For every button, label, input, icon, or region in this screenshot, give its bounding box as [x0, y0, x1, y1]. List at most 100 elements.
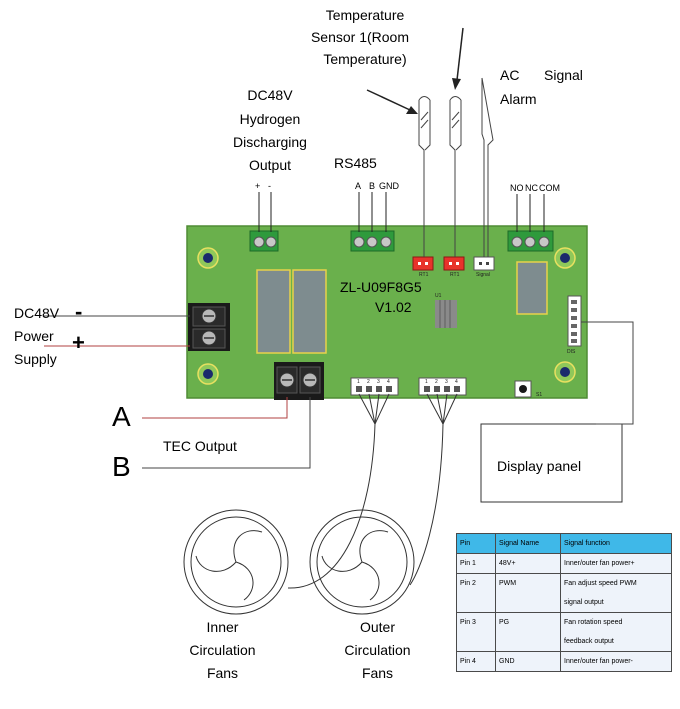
- label-power: Power: [14, 328, 54, 344]
- silk-u1: U1: [435, 293, 442, 299]
- temperature-probe-2: [449, 96, 462, 257]
- fan-outer-pin-4: 4: [455, 379, 458, 385]
- cell-signal: GND: [495, 651, 561, 672]
- label-inner-fans-2: Circulation: [189, 642, 256, 658]
- function-line: signal output: [564, 599, 604, 606]
- label-output: Output: [248, 157, 292, 173]
- label-rs485-pin-b: B: [369, 181, 376, 191]
- function-line: Inner/outer fan power-: [564, 658, 633, 665]
- header-signal-function: Signal function: [560, 533, 672, 554]
- cell-function: Fan rotation speed feedback output: [560, 612, 672, 652]
- label-power-dc48v: DC48V: [14, 305, 60, 321]
- fan-header-outer: [418, 377, 467, 396]
- temperature-probe-1: [418, 96, 431, 257]
- label-power-plus: +: [72, 330, 85, 355]
- table-row: Pin 2 PWM Fan adjust speed PWM signal out…: [456, 573, 672, 613]
- pin-table: Pin Signal Name Signal function Pin 1 48…: [456, 533, 672, 672]
- terminal-tec-output: [274, 362, 324, 400]
- label-tec-b: B: [112, 451, 131, 482]
- mounting-hole: [554, 247, 576, 269]
- pin-table-header: Pin Signal Name Signal function: [456, 533, 672, 554]
- label-polarity-minus: -: [268, 181, 271, 191]
- silk-dis: DIS: [567, 349, 576, 355]
- connector-display: [567, 295, 582, 347]
- relay-left: [256, 269, 291, 354]
- table-row: Pin 3 PG Fan rotation speed feedback outp…: [456, 612, 672, 652]
- cell-function: Inner/outer fan power-: [560, 651, 672, 672]
- terminal-hydrogen-output: [249, 230, 279, 252]
- mounting-hole: [197, 247, 219, 269]
- connector-rt1: [412, 256, 434, 271]
- label-dc48v: DC48V: [247, 87, 293, 103]
- fan-inner-pin-2: 2: [367, 379, 370, 385]
- arrow-temp-sensor-2: [452, 27, 464, 90]
- label-temp-sensor-line3: Temperature): [323, 51, 407, 67]
- label-power-minus: -: [75, 299, 83, 324]
- label-temp-sensor-line1: Temperature: [325, 7, 405, 23]
- fan-outer-pin-2: 2: [435, 379, 438, 385]
- relay-right: [292, 269, 327, 354]
- label-tec-a: A: [112, 401, 131, 432]
- label-rs485: RS485: [334, 155, 377, 171]
- relay-alarm: [516, 261, 548, 315]
- terminal-relay-alarm: [507, 230, 554, 252]
- connector-signal: [473, 256, 495, 271]
- label-supply: Supply: [14, 351, 57, 367]
- label-rs485-pin-a: A: [355, 181, 362, 191]
- cell-signal: PWM: [495, 573, 561, 613]
- label-relay-no: NO: [510, 183, 524, 193]
- cell-function: Fan adjust speed PWM signal output: [560, 573, 672, 613]
- function-line: Fan rotation speed: [564, 619, 623, 626]
- cell-pin: Pin 3: [456, 612, 496, 652]
- silk-signal: Signal: [476, 272, 490, 278]
- fan-outer: [309, 509, 415, 615]
- label-inner-fans-1: Inner: [206, 619, 239, 635]
- label-polarity-plus: +: [255, 181, 261, 191]
- label-outer-fans-1: Outer: [359, 619, 395, 635]
- fan-inner: [183, 509, 289, 615]
- cell-pin: Pin 1: [456, 553, 496, 574]
- table-row: Pin 1 48V+ Inner/outer fan power+: [456, 553, 672, 574]
- fan-header-inner: [350, 377, 399, 396]
- label-alarm: Alarm: [500, 91, 537, 107]
- terminal-rs485: [350, 230, 395, 252]
- fan-inner-pin-4: 4: [387, 379, 390, 385]
- label-temp-sensor-line2: Sensor 1(Room: [310, 29, 410, 45]
- label-outer-fans-2: Circulation: [344, 642, 411, 658]
- label-signal: Signal: [544, 67, 583, 83]
- label-inner-fans-3: Fans: [206, 665, 239, 681]
- fan-outer-pin-1: 1: [425, 379, 428, 385]
- function-line: Inner/outer fan power+: [564, 560, 635, 567]
- label-board-version: V1.02: [375, 299, 412, 315]
- label-hydrogen: Hydrogen: [239, 111, 301, 127]
- label-tec-output: TEC Output: [163, 438, 237, 454]
- fan-inner-pin-3: 3: [377, 379, 380, 385]
- button-s1: [514, 380, 532, 398]
- header-signal-name: Signal Name: [495, 533, 561, 554]
- label-outer-fans-3: Fans: [361, 665, 394, 681]
- label-rs485-pin-gnd: GND: [379, 181, 399, 191]
- label-display-panel: Display panel: [497, 458, 582, 474]
- fan-outer-pin-3: 3: [445, 379, 448, 385]
- silk-s1: S1: [536, 392, 543, 398]
- alarm-switch: [481, 77, 494, 257]
- label-board-model: ZL-U09F8G5: [340, 279, 422, 295]
- function-line: feedback output: [564, 638, 614, 645]
- fan-inner-pin-1: 1: [357, 379, 360, 385]
- cell-function: Inner/outer fan power+: [560, 553, 672, 574]
- connector-rt1b: [443, 256, 465, 271]
- mounting-hole: [197, 363, 219, 385]
- display-panel-box: [480, 423, 623, 503]
- ic-u1: [435, 300, 457, 328]
- label-relay-com: COM: [539, 183, 560, 193]
- cell-pin: Pin 4: [456, 651, 496, 672]
- arrow-temp-sensor-1: [366, 89, 418, 114]
- cell-signal: PG: [495, 612, 561, 652]
- mounting-hole: [554, 361, 576, 383]
- silk-rt1b: RT1: [450, 272, 460, 278]
- label-discharging: Discharging: [233, 134, 307, 150]
- function-line: Fan adjust speed PWM: [564, 580, 637, 587]
- cell-pin: Pin 2: [456, 573, 496, 613]
